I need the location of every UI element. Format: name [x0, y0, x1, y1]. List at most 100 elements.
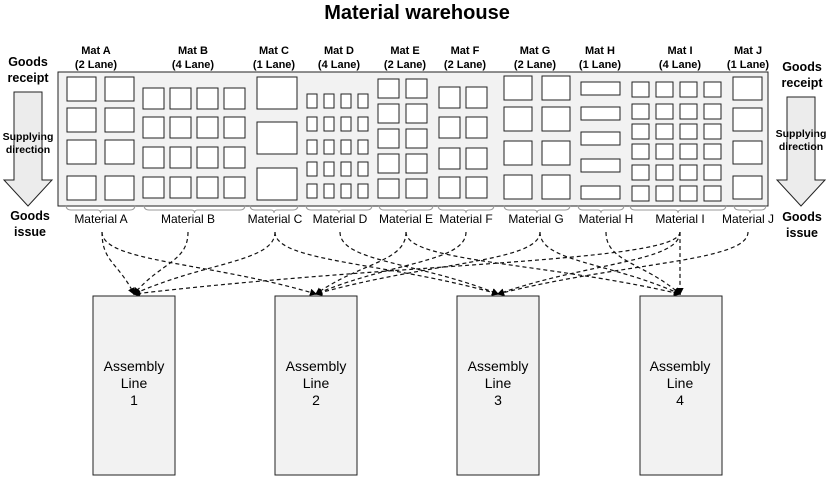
- lane-i-3-1: [631, 123, 650, 140]
- svg-text:Goods: Goods: [782, 210, 822, 224]
- lane-a-1-2: [104, 76, 135, 102]
- lane-e-4-1: [377, 153, 400, 174]
- lane-d-1-2: [323, 93, 335, 109]
- svg-text:(1 Lane): (1 Lane): [579, 59, 622, 71]
- flow-i-to-line-1: [132, 231, 681, 297]
- bracket-g: [503, 204, 571, 214]
- svg-text:Assembly: Assembly: [650, 358, 711, 374]
- lane-h-5-1: [580, 185, 621, 200]
- lane-d-2-3: [340, 116, 352, 132]
- right-goods-receipt-label: Goods receipt: [782, 60, 824, 90]
- lane-g-3-1: [503, 140, 533, 166]
- lane-i-6-1: [631, 185, 650, 202]
- lane-i-4-2: [655, 143, 674, 160]
- svg-text:Goods: Goods: [782, 60, 822, 74]
- lane-j-3-1: [732, 140, 763, 165]
- lane-a-1-1: [66, 76, 97, 102]
- svg-text:Supplying: Supplying: [776, 128, 827, 140]
- lane-g-1-1: [503, 75, 533, 101]
- material-b-label: Material B: [161, 212, 215, 226]
- lane-d-4-4: [357, 161, 369, 177]
- lane-i-4-1: [631, 143, 650, 160]
- svg-text:3: 3: [494, 392, 502, 408]
- lane-i-1-1: [631, 81, 650, 98]
- lane-d-5-4: [357, 183, 369, 199]
- lane-c-1-1: [256, 76, 298, 110]
- lane-f-3-2: [465, 147, 488, 170]
- assembly-line-4: Assembly Line 4: [639, 295, 723, 476]
- lane-d-4-2: [323, 161, 335, 177]
- svg-text:Mat H: Mat H: [585, 45, 615, 57]
- lane-b-3-2: [169, 146, 192, 169]
- lane-b-4-3: [196, 176, 219, 199]
- left-goods-receipt-label: Goods receipt: [8, 55, 50, 85]
- flow-a-to-line-2: [101, 231, 318, 296]
- svg-text:Line: Line: [485, 375, 512, 391]
- lane-i-3-3: [679, 123, 698, 140]
- svg-text:Mat G: Mat G: [520, 45, 551, 57]
- lane-i-4-4: [703, 143, 722, 160]
- lane-d-1-1: [306, 93, 318, 109]
- lane-b-4-2: [169, 176, 192, 199]
- lane-e-3-1: [377, 128, 400, 149]
- assembly-line-1: Assembly Line 1: [92, 295, 176, 476]
- svg-text:(4 Lane): (4 Lane): [659, 59, 702, 71]
- lane-e-5-1: [377, 178, 400, 199]
- flow-c-to-line-3: [274, 231, 500, 296]
- lane-h-4-1: [580, 158, 621, 173]
- mat-i-header: Mat I (4 Lane): [659, 45, 702, 71]
- left-supply-arrow-icon: [2, 91, 54, 207]
- lane-i-1-4: [703, 81, 722, 98]
- lane-i-6-2: [655, 185, 674, 202]
- lane-i-1-3: [679, 81, 698, 98]
- bracket-b: [143, 204, 246, 214]
- svg-text:Line: Line: [121, 375, 148, 391]
- flow-e-to-line-2: [315, 231, 407, 295]
- lane-d-3-3: [340, 139, 352, 155]
- bracket-d: [305, 204, 373, 214]
- svg-text:Mat B: Mat B: [178, 45, 208, 57]
- lane-i-1-2: [655, 81, 674, 98]
- bracket-h: [577, 204, 625, 214]
- flow-g-to-line-4: [539, 231, 682, 295]
- right-supplying-direction-label: Supplying direction: [776, 128, 827, 153]
- lane-b-1-4: [223, 87, 246, 110]
- svg-text:Assembly: Assembly: [104, 358, 165, 374]
- svg-text:Mat C: Mat C: [259, 45, 289, 57]
- svg-text:direction: direction: [779, 141, 823, 153]
- flow-d-to-line-3: [339, 231, 500, 296]
- svg-text:receipt: receipt: [782, 76, 824, 90]
- svg-text:Assembly: Assembly: [468, 358, 529, 374]
- flow-f-to-line-2: [314, 231, 467, 295]
- lane-d-2-2: [323, 116, 335, 132]
- lane-i-2-2: [655, 103, 674, 120]
- lane-b-2-2: [169, 116, 192, 139]
- lane-i-5-4: [703, 164, 722, 181]
- svg-text:Mat D: Mat D: [324, 45, 354, 57]
- svg-text:(1 Lane): (1 Lane): [253, 59, 296, 71]
- svg-text:(2 Lane): (2 Lane): [384, 59, 427, 71]
- lane-b-1-2: [169, 87, 192, 110]
- svg-text:Mat A: Mat A: [81, 45, 111, 57]
- mat-f-header: Mat F (2 Lane): [444, 45, 487, 71]
- svg-text:Supplying: Supplying: [3, 131, 54, 143]
- lane-i-2-4: [703, 103, 722, 120]
- bracket-f: [437, 204, 495, 214]
- svg-text:Line: Line: [303, 375, 330, 391]
- lane-b-3-1: [142, 146, 165, 169]
- flow-g-to-line-2: [314, 231, 541, 296]
- lane-boxes: [66, 75, 763, 202]
- lane-c-2-1: [256, 121, 298, 155]
- diagram-title: Material warehouse: [324, 2, 510, 24]
- lane-d-5-1: [306, 183, 318, 199]
- lane-b-1-3: [196, 87, 219, 110]
- svg-text:4: 4: [676, 392, 684, 408]
- material-c-label: Material C: [248, 212, 303, 226]
- svg-text:Mat J: Mat J: [734, 45, 762, 57]
- lane-i-3-4: [703, 123, 722, 140]
- lane-b-2-3: [196, 116, 219, 139]
- lane-e-1-1: [377, 78, 400, 99]
- lane-e-4-2: [405, 153, 428, 174]
- lane-i-2-3: [679, 103, 698, 120]
- mat-b-header: Mat B (4 Lane): [172, 45, 215, 71]
